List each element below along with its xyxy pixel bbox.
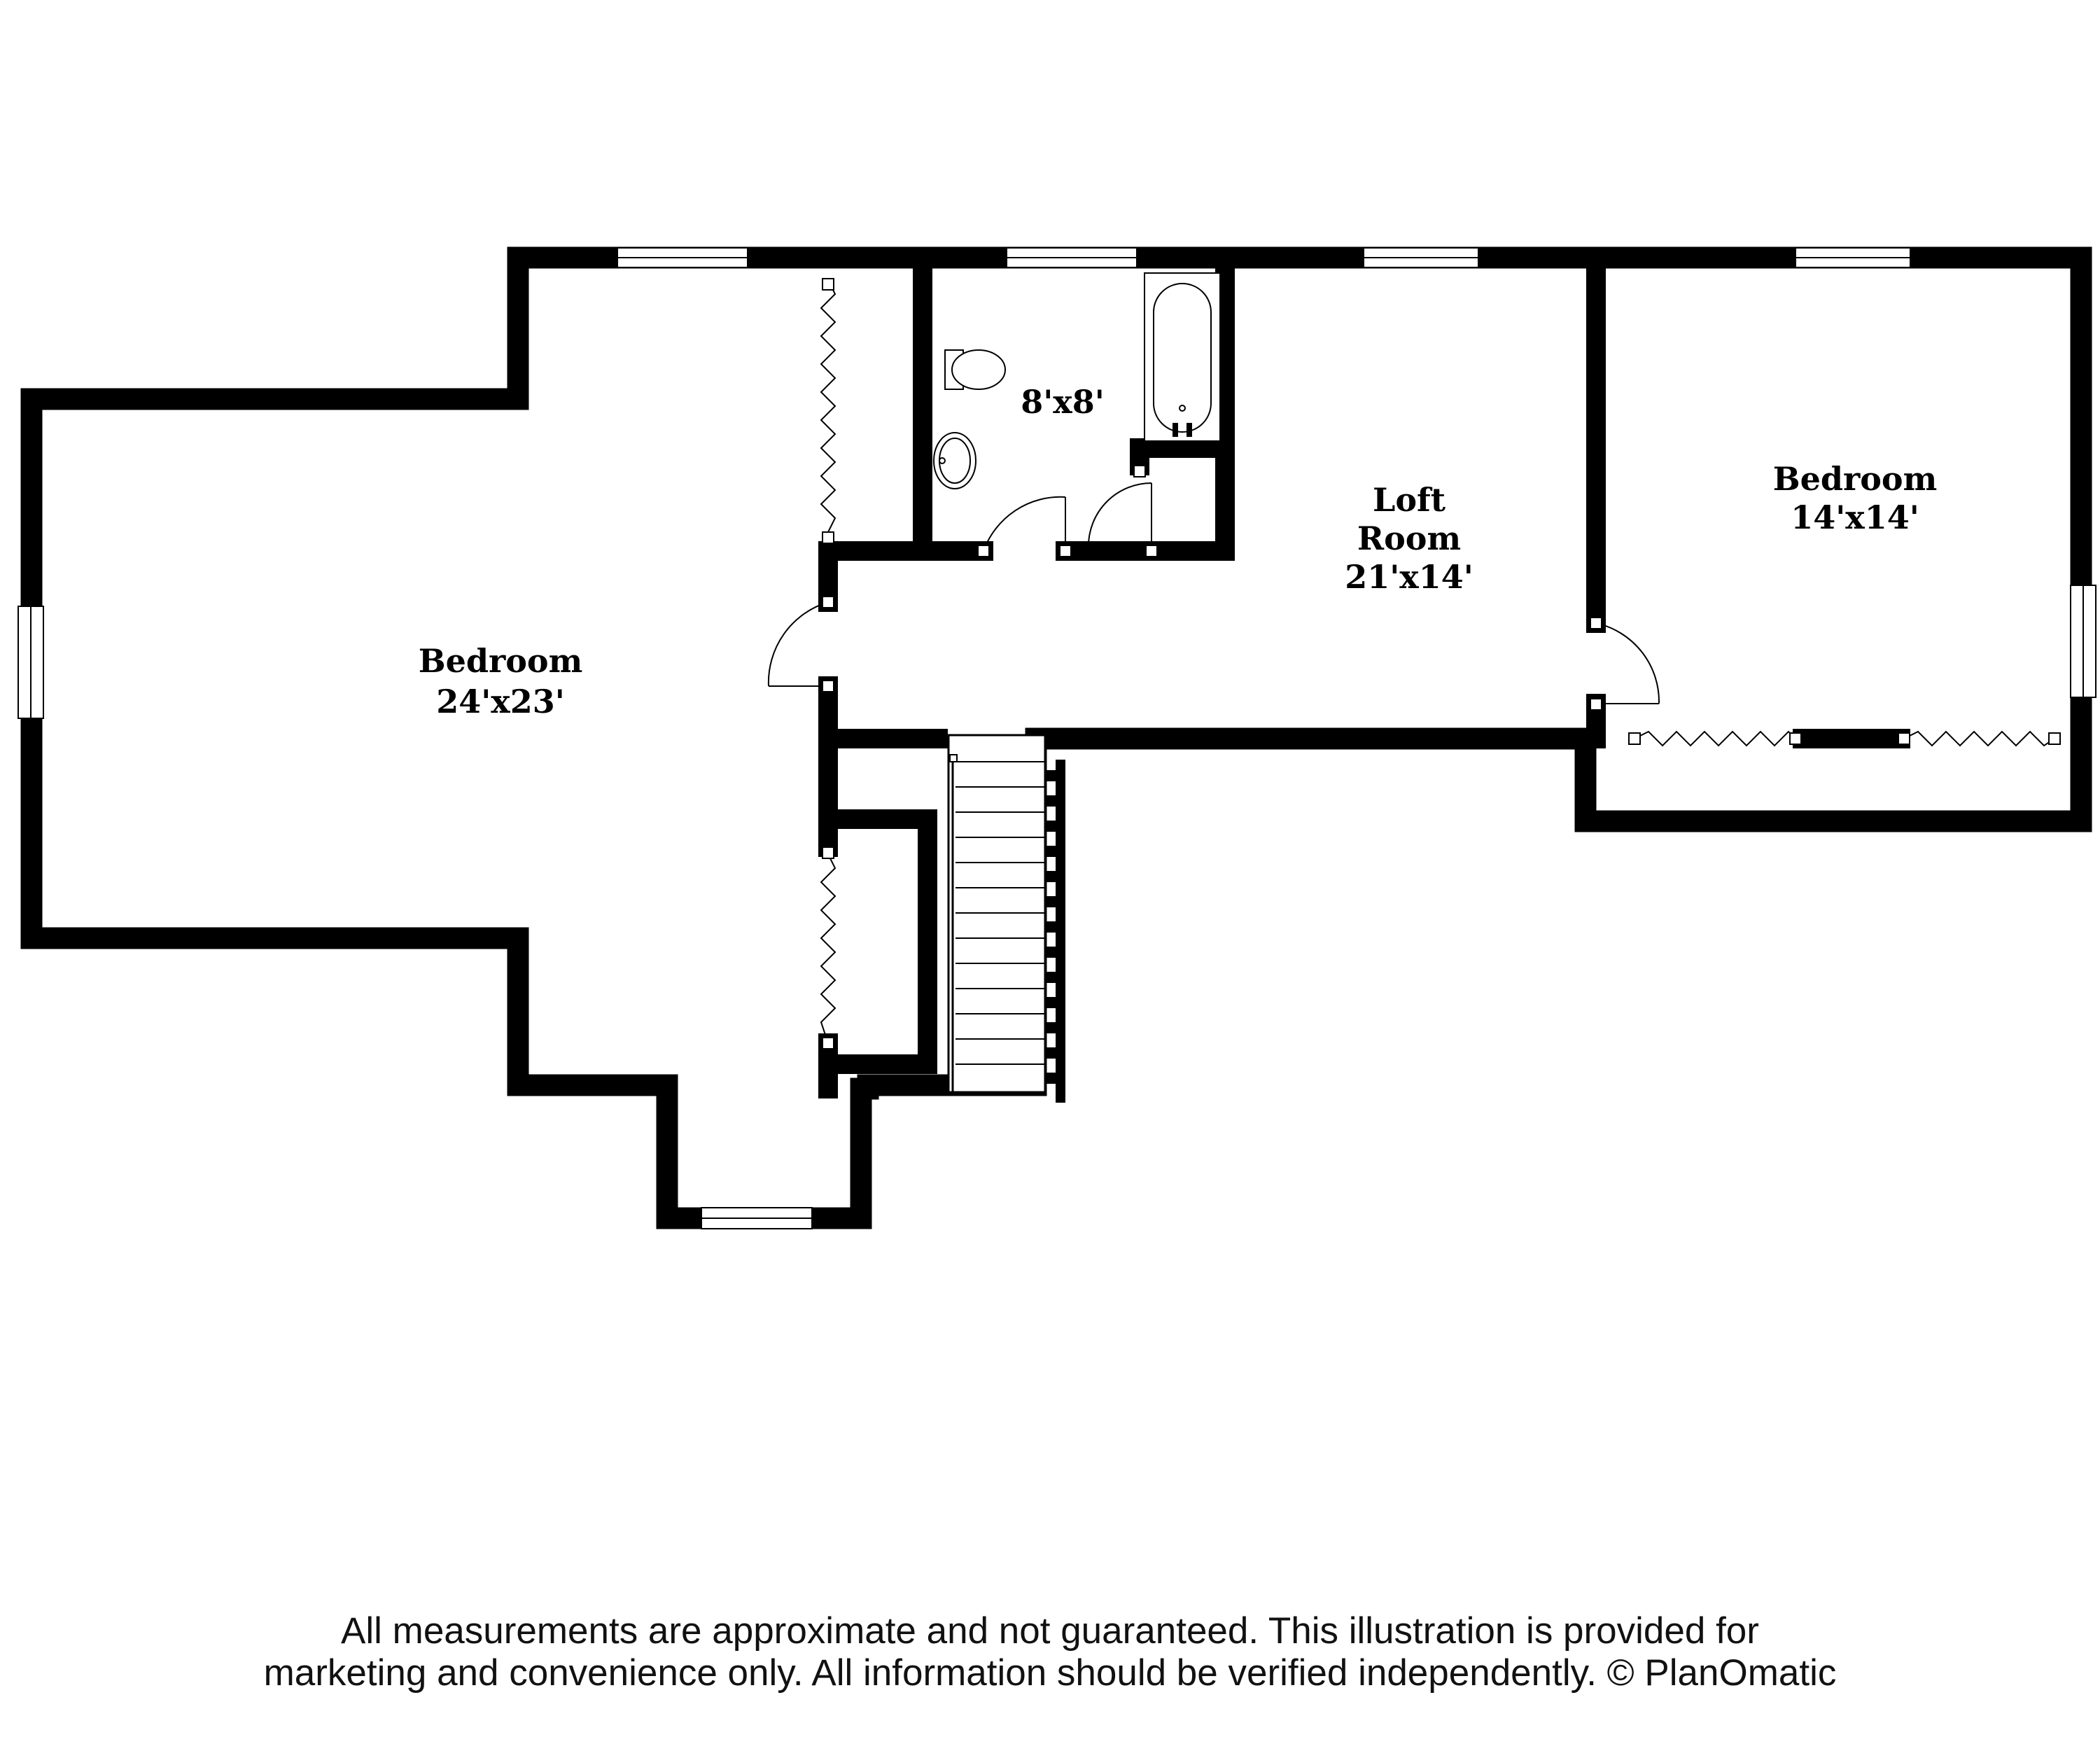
loft-size: 21'x14' <box>1345 558 1474 596</box>
sink-icon <box>933 432 976 489</box>
right-bedroom-size: 14'x14' <box>1791 498 1919 536</box>
disclaimer: All measurements are approximate and not… <box>0 1610 2100 1694</box>
door-jambs <box>822 278 2061 1049</box>
left-bedroom-name: Bedroom <box>419 642 583 680</box>
bifold-doors <box>820 279 2055 1044</box>
disclaimer-line-2: marketing and convenience only. All info… <box>263 1652 1837 1694</box>
staircase <box>947 734 1065 1103</box>
bathtub-icon <box>1144 272 1221 442</box>
left-bedroom-size: 24'x23' <box>436 683 565 720</box>
exterior-walls <box>20 246 2092 1229</box>
toilet-icon <box>944 349 1006 390</box>
bath-size: 8'x8' <box>1021 383 1105 421</box>
swing-doors <box>767 482 1660 704</box>
loft-name-line2: Room <box>1357 519 1461 557</box>
windows <box>18 247 2096 1229</box>
right-bedroom-name: Bedroom <box>1773 460 1938 498</box>
loft-name-line1: Loft <box>1373 481 1446 519</box>
room-labels: Bedroom 24'x23' 8'x8' Loft Room 21'x14' … <box>419 383 1938 720</box>
interior-walls <box>818 259 1910 1098</box>
disclaimer-line-1: All measurements are approximate and not… <box>341 1610 1759 1652</box>
